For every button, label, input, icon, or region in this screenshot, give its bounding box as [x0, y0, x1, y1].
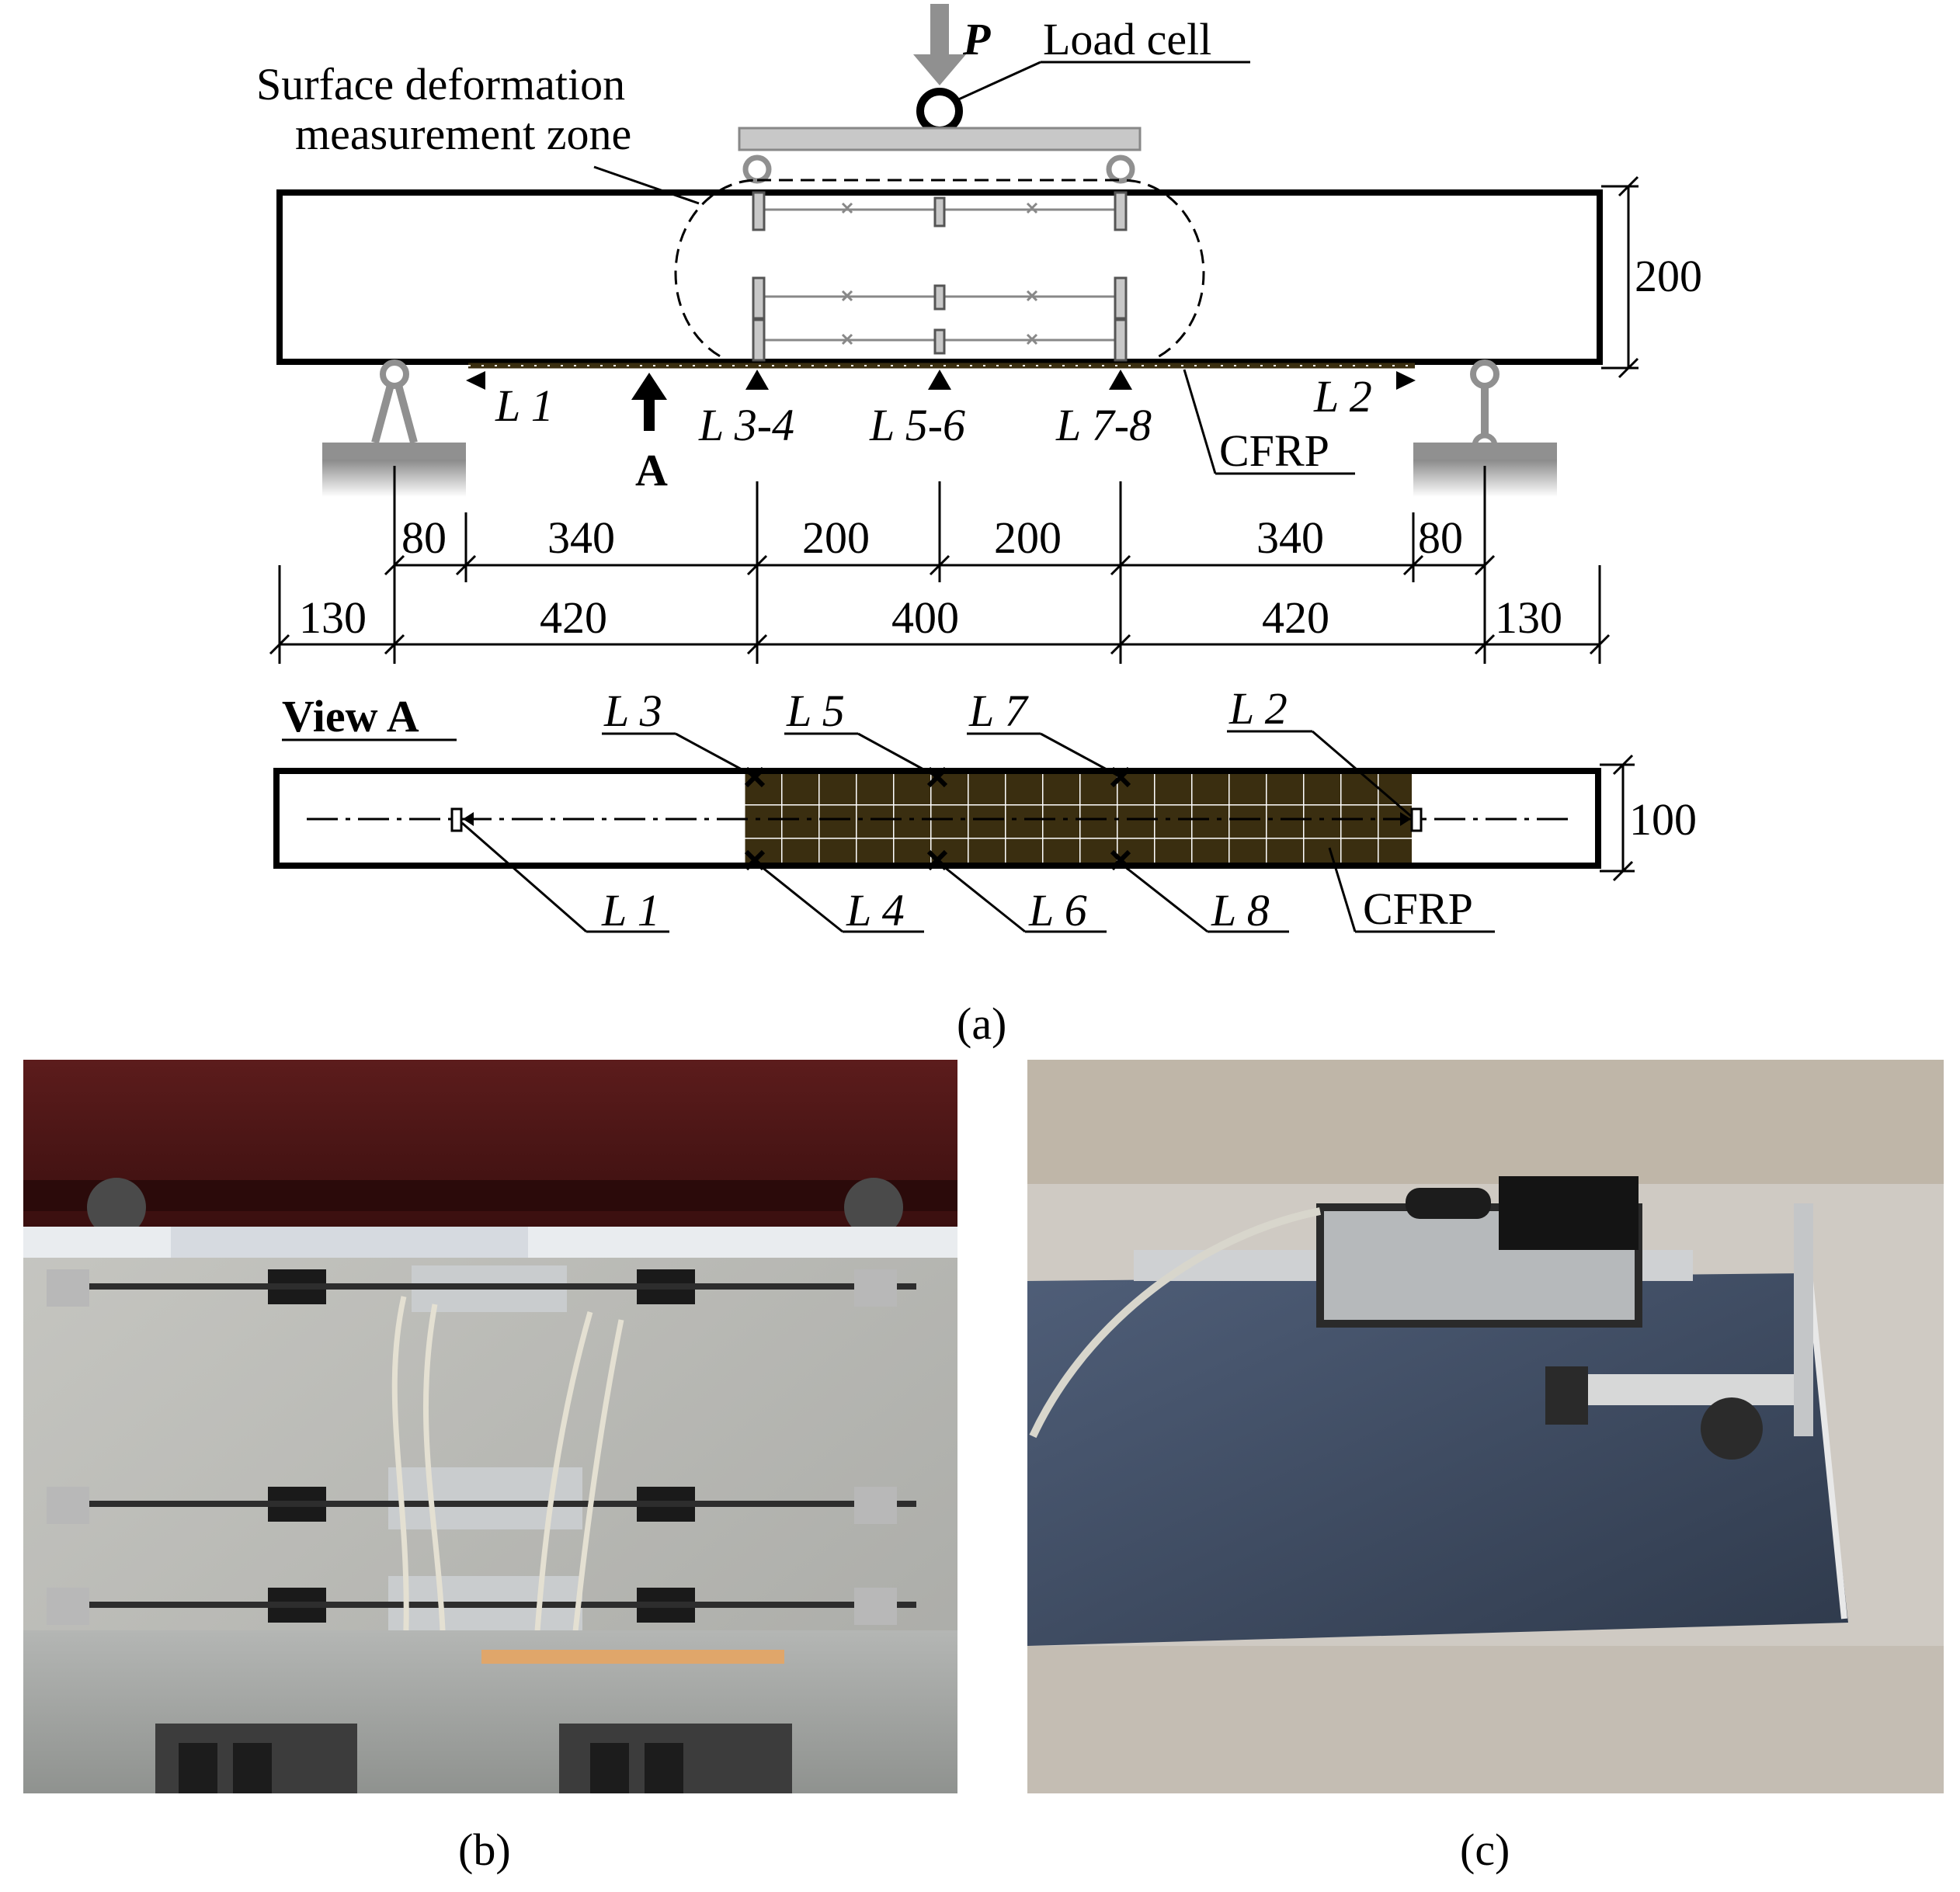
lvdt-l56-marker — [928, 370, 951, 390]
panel-a-caption: (a) — [957, 998, 1006, 1049]
panel-b-photo: (b) — [23, 1060, 957, 1875]
sensor-label-l1: L 1 — [495, 380, 554, 431]
dimension-lines: 80 340 200 200 340 80 130 420 400 420 13… — [269, 466, 1611, 664]
sensor-label-l78: L 7-8 — [1055, 400, 1152, 450]
load-arrow — [913, 4, 966, 85]
view-a-lvdt-l2 — [1410, 807, 1423, 832]
panel-b-caption: (b) — [458, 1824, 511, 1875]
photo-b-sensor-rows — [47, 1265, 916, 1793]
svg-text:340: 340 — [1256, 512, 1324, 563]
view-a-title: View A — [282, 691, 419, 741]
view-a-leaders — [461, 730, 1495, 933]
svg-text:130: 130 — [1495, 592, 1562, 643]
spreader-beam — [738, 127, 1142, 151]
cfrp-leader-elevation — [1183, 369, 1217, 474]
svg-text:200: 200 — [1635, 251, 1702, 301]
load-roller-left — [742, 154, 772, 184]
cfrp-label-elevation: CFRP — [1219, 425, 1329, 476]
view-label-l3: L 3 — [603, 686, 662, 736]
lvdt-l2-marker — [1396, 371, 1416, 390]
photo-c-cfrp-sheet — [1027, 1273, 1848, 1646]
view-label-l4: L 4 — [846, 885, 905, 936]
svg-text:420: 420 — [540, 592, 607, 643]
svg-text:130: 130 — [299, 592, 367, 643]
view-a-cross-marks — [744, 766, 1131, 871]
height-dimension-200: 200 — [1601, 175, 1702, 379]
zone-label-line2: measurement zone — [295, 109, 631, 159]
view-label-l8: L 8 — [1211, 885, 1270, 936]
load-cell-icon — [916, 88, 963, 134]
svg-text:200: 200 — [802, 512, 870, 563]
sensor-label-l34: L 3-4 — [698, 400, 794, 450]
svg-text:80: 80 — [1418, 512, 1463, 563]
zone-label-line1: Surface deformation — [256, 59, 625, 109]
view-arrow-label: A — [635, 445, 668, 495]
load-roller-right — [1106, 154, 1135, 184]
panel-a-scheme: P Load cell Surface deformation measurem… — [256, 4, 1702, 1049]
view-a-lvdt-l1 — [450, 807, 463, 832]
view-label-l6: L 6 — [1028, 885, 1087, 936]
photo-c-sensor — [1029, 1176, 1813, 1460]
view-arrow — [631, 373, 667, 431]
load-cell-label: Load cell — [1043, 14, 1211, 64]
svg-text:340: 340 — [547, 512, 615, 563]
load-assembly: P Load cell — [738, 4, 1250, 184]
lvdt-l1-marker — [466, 371, 485, 390]
support-right — [1413, 359, 1557, 497]
panel-c-caption: (c) — [1460, 1824, 1510, 1875]
height-dimension-100: 100 — [1600, 754, 1697, 882]
view-label-l2: L 2 — [1228, 683, 1288, 734]
view-label-l7: L 7 — [968, 686, 1029, 736]
load-label: P — [962, 14, 991, 64]
zone-leader — [593, 165, 700, 205]
cfrp-label-view: CFRP — [1363, 884, 1473, 934]
svg-text:400: 400 — [891, 592, 959, 643]
svg-text:420: 420 — [1262, 592, 1329, 643]
view-label-l1: L 1 — [601, 885, 660, 936]
view-a-beam — [273, 768, 1601, 869]
panel-c-photo: (c) — [1027, 1060, 1944, 1875]
view-label-l5: L 5 — [786, 686, 845, 736]
lvdt-l34-marker — [745, 370, 769, 390]
beam-elevation — [276, 189, 1603, 365]
lvdt-l78-marker — [1109, 370, 1132, 390]
svg-text:200: 200 — [994, 512, 1062, 563]
sensor-label-l56: L 5-6 — [869, 400, 965, 450]
sensor-label-l2: L 2 — [1313, 371, 1372, 422]
sensor-array — [752, 191, 1128, 362]
load-cell-leader — [954, 61, 1041, 102]
svg-text:100: 100 — [1629, 794, 1697, 845]
svg-text:80: 80 — [401, 512, 447, 563]
